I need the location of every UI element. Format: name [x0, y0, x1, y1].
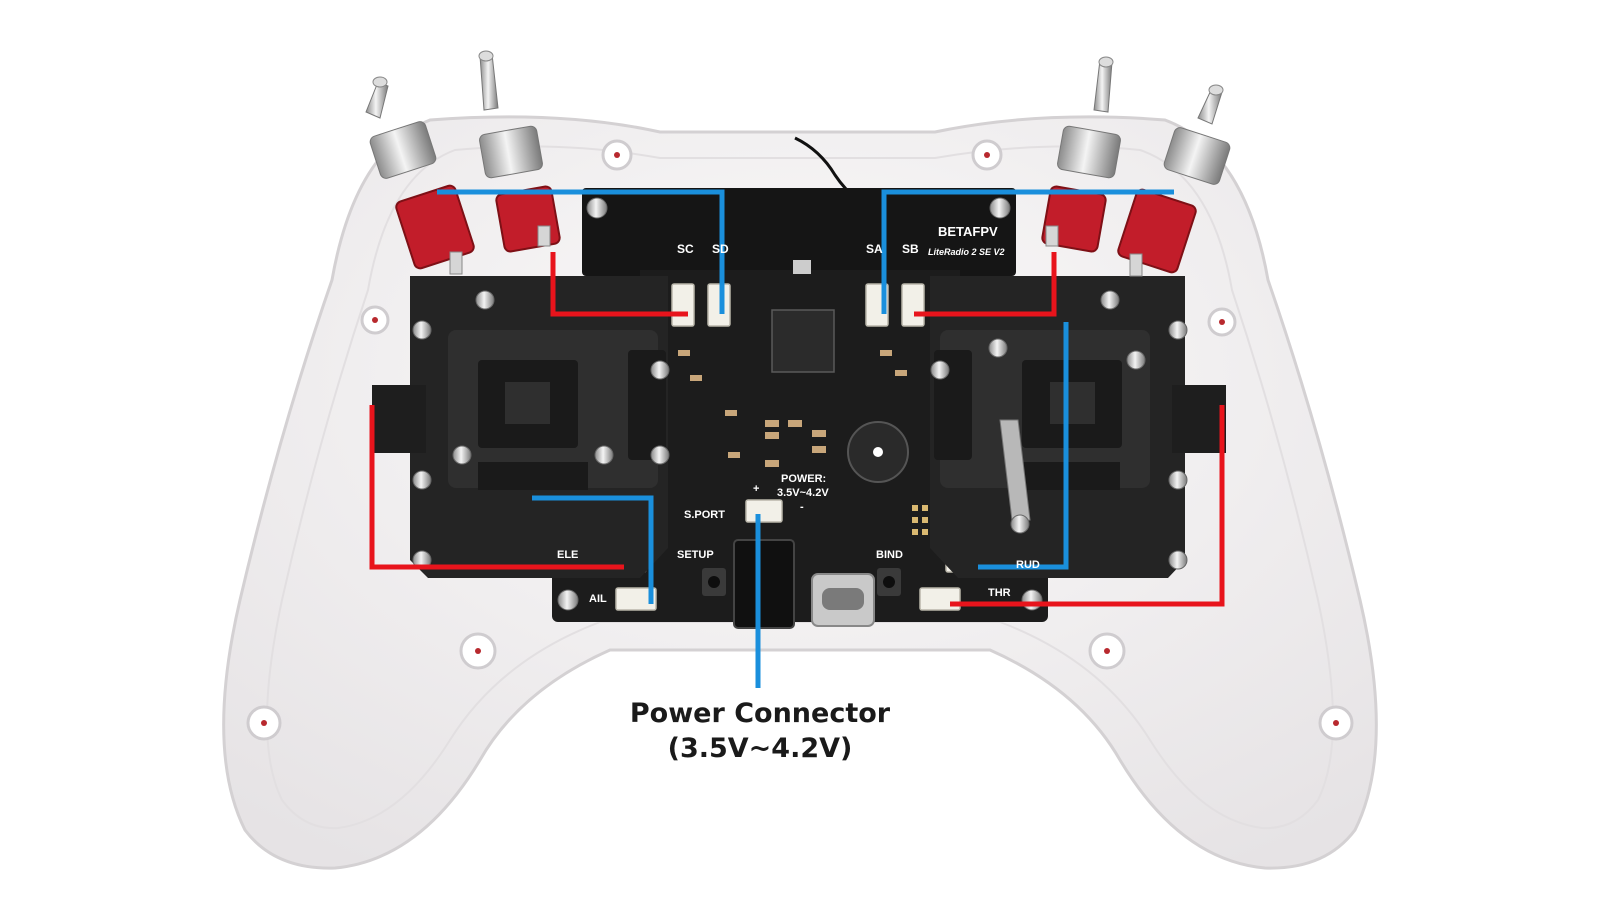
label-ele: ELE	[557, 549, 578, 561]
label-sc: SC	[677, 242, 694, 256]
audio-jack	[733, 539, 795, 629]
connector-sport	[745, 499, 783, 523]
label-power-line2: 3.5V~4.2V	[777, 487, 829, 499]
blue-wire-sa-switch	[881, 189, 1174, 314]
red-wire-sd-switch	[550, 252, 688, 317]
toggle-switch-sb	[1117, 84, 1231, 277]
red-wire-sb-switch	[914, 252, 1057, 317]
board-model: LiteRadio 2 SE V2	[928, 247, 1005, 257]
blue-wire-rud-gimbal	[978, 322, 1069, 570]
label-rud: RUD	[1016, 559, 1040, 571]
header-pins	[912, 505, 928, 535]
shell-inner-rim	[266, 145, 1334, 830]
red-wire-ele-gimbal	[369, 405, 624, 570]
label-setup: SETUP	[677, 549, 714, 561]
label-thr: THR	[988, 587, 1011, 599]
toggle-switch-sa	[1041, 56, 1121, 253]
throttle-spring-plate	[999, 419, 1031, 521]
blue-wire-sc-switch	[437, 189, 725, 314]
connector-thr	[919, 587, 961, 611]
left-gimbal	[372, 276, 670, 578]
main-pcb	[552, 188, 1048, 629]
label-ail: AIL	[589, 593, 607, 605]
wire-overlays	[369, 189, 1225, 688]
caption-voltage: (3.5V~4.2V)	[667, 733, 853, 764]
label-sa: SA	[866, 242, 883, 256]
red-wire-thr-gimbal	[950, 405, 1225, 607]
connector-ail	[615, 587, 657, 611]
smd-components	[678, 350, 907, 467]
board-brand: BETAFPV	[938, 224, 998, 239]
label-bind: BIND	[876, 549, 903, 561]
crystal	[793, 260, 811, 274]
label-sport: S.PORT	[684, 509, 725, 521]
connector-sb	[901, 283, 925, 327]
label-sb: SB	[902, 242, 919, 256]
blue-wire-ail-gimbal	[532, 495, 654, 604]
label-sd: SD	[712, 242, 729, 256]
pcb-labels: SC SD SA SB BETAFPV LiteRadio 2 SE V2 PO…	[557, 224, 1040, 605]
pcb-top-board	[582, 188, 1016, 276]
label-plus: +	[753, 483, 759, 495]
caption-title: Power Connector	[629, 698, 891, 729]
toggle-switch-sc	[365, 76, 475, 275]
label-power-line1: POWER:	[781, 473, 826, 485]
pcb-body	[640, 270, 960, 620]
right-gimbal	[930, 276, 1226, 578]
label-minus: -	[800, 501, 804, 513]
connector-sc	[671, 283, 695, 327]
mcu-chip	[771, 309, 835, 373]
toggle-switch-sd	[478, 50, 561, 253]
connector-sd	[707, 283, 731, 327]
